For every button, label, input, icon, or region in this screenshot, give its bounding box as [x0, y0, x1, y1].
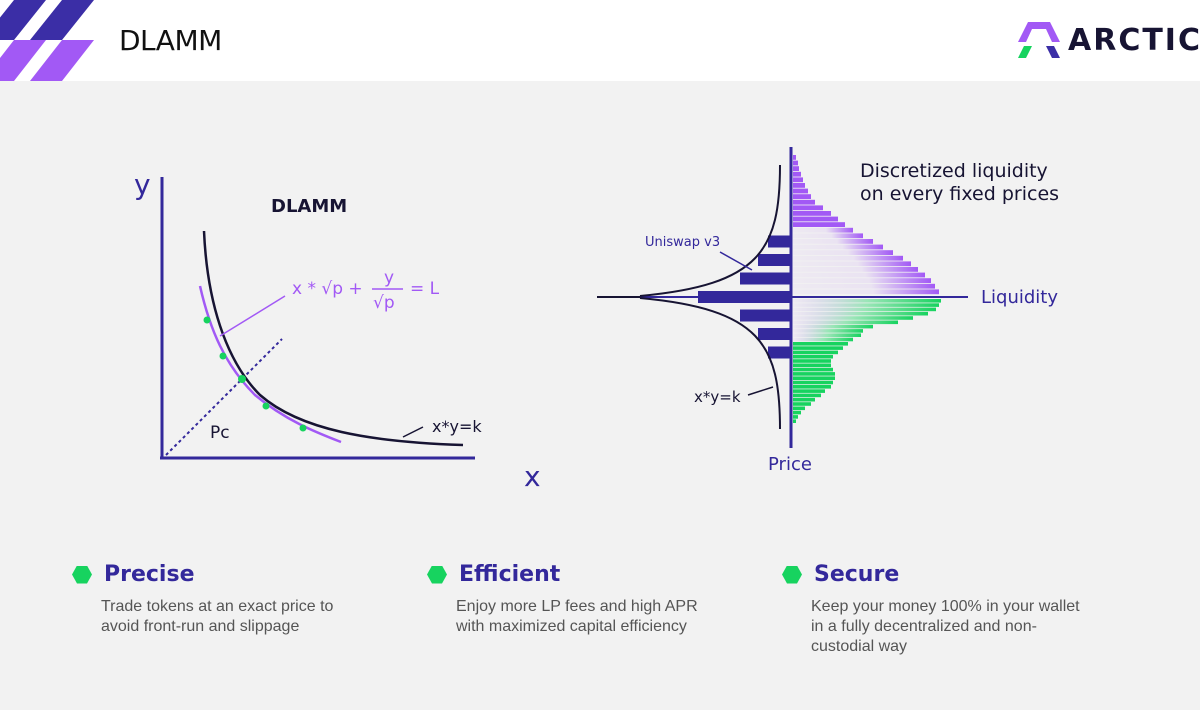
liquidity-bar-green [793, 324, 873, 329]
pc-label: Pc [210, 423, 230, 443]
liquidity-bar-green [793, 346, 843, 350]
hexagon-bullet-icon [427, 565, 447, 584]
liquidity-bar-green [793, 363, 831, 368]
uniswap-bar [768, 346, 790, 359]
liquidity-distribution-diagram: Discretized liquidity on every fixed pri… [597, 147, 1059, 475]
feature-desc-line: Enjoy more LP fees and high APR [456, 598, 698, 615]
feature-precise: Precise Trade tokens at an exact price t… [60, 562, 400, 637]
liquidity-bar-purple [793, 205, 823, 211]
feature-desc-line: in a fully decentralized and non- [811, 618, 1037, 635]
liquidity-bar-green [793, 316, 913, 320]
curve-label: x*y=k [432, 417, 482, 436]
hyperbola-label: x*y=k [694, 388, 741, 406]
formula-rhs: = L [410, 279, 440, 299]
liquidity-bar-purple [793, 233, 863, 239]
liquidity-bar-green [793, 337, 853, 342]
brand-stripes-icon [0, 0, 94, 81]
liquidity-bar-purple [793, 244, 883, 250]
liquidity-bar-green [793, 367, 833, 372]
liquidity-bar-green [793, 410, 801, 415]
feature-desc-line: custodial way [811, 638, 908, 655]
liquidity-bar-green [793, 354, 833, 359]
liquidity-bar-purple [793, 272, 925, 278]
feature-efficient: Efficient Enjoy more LP fees and high AP… [415, 562, 755, 637]
liquidity-axis-label: Liquidity [981, 287, 1058, 308]
feature-title: Efficient [459, 562, 561, 587]
formula-lhs: x * √p + [292, 279, 363, 299]
liquidity-bar-green [793, 303, 939, 307]
liquidity-bar-green [793, 393, 821, 398]
liquidity-bar-purple [793, 216, 838, 222]
uniswap-bar [758, 254, 790, 266]
uniswap-bar [768, 235, 790, 248]
uniswap-label: Uniswap v3 [645, 235, 720, 250]
feature-desc-line: with maximized capital efficiency [456, 618, 687, 635]
caption-line-2: on every fixed prices [860, 183, 1059, 205]
formula-denominator: √p [373, 293, 395, 313]
hexagon-bullet-icon [72, 565, 92, 584]
liquidity-bar-purple [793, 188, 808, 194]
logo-text: ARCTIC [1068, 23, 1200, 58]
liquidity-bar-purple [793, 227, 853, 233]
liquidity-bar-purple [793, 177, 803, 183]
uniswap-bar [740, 309, 790, 322]
liquidity-bar-green [793, 307, 936, 312]
x-axis-label: x [524, 460, 541, 493]
liquidity-bar-purple [793, 278, 931, 283]
caption-line-1: Discretized liquidity [860, 160, 1048, 182]
liquidity-bar-green [793, 333, 861, 337]
diagram-title: DLAMM [271, 196, 347, 217]
liquidity-bar-green [793, 406, 805, 411]
y-axis-label: y [134, 168, 151, 201]
liquidity-bar-green [793, 376, 835, 380]
liquidity-bar-green [793, 389, 825, 393]
formula-numerator: y [384, 268, 394, 288]
liquidity-bar-green [793, 350, 838, 355]
liquidity-bar-green [793, 311, 928, 316]
liquidity-bar-green [793, 329, 863, 333]
hexagon-bullet-icon [782, 565, 802, 584]
feature-desc-line: Keep your money 100% in your wallet [811, 598, 1080, 615]
liquidity-bar-purple [793, 160, 798, 166]
feature-title: Precise [104, 562, 195, 587]
header: DLAMM ARCTIC [0, 0, 1200, 81]
liquidity-bar-purple [793, 155, 796, 160]
liquidity-bar-green [793, 402, 811, 406]
liquidity-bar-purple [793, 283, 935, 289]
uniswap-bar [740, 272, 790, 285]
page-title: DLAMM [119, 24, 222, 57]
liquidity-bar-purple [793, 199, 815, 205]
liquidity-bar-purple [793, 211, 831, 216]
liquidity-bar-purple [793, 183, 805, 188]
liquidity-bar-green [793, 415, 798, 419]
liquidity-bar-green [793, 380, 833, 385]
liquidity-bar-green [793, 372, 835, 376]
liquidity-bar-purple [793, 166, 799, 171]
arctic-logo-icon [1018, 22, 1060, 58]
price-axis-label: Price [768, 454, 812, 475]
liquidity-bar-green [793, 359, 831, 363]
feature-desc-line: avoid front-run and slippage [101, 618, 300, 635]
feature-secure: Secure Keep your money 100% in your wall… [770, 562, 1110, 657]
liquidity-bar-purple [793, 194, 811, 199]
liquidity-bar-purple [793, 261, 911, 267]
dlamm-curve-diagram: y x DLAMM x * √p + y √p = L x*y=k Pc [134, 168, 541, 493]
liquidity-bar-green [793, 397, 815, 402]
liquidity-bar-green [793, 419, 796, 423]
liquidity-bar-purple [793, 171, 801, 177]
diagram-area: y x DLAMM x * √p + y √p = L x*y=k Pc [134, 147, 1059, 493]
liquidity-bar-purple [793, 267, 918, 272]
uniswap-bar [758, 328, 790, 340]
liquidity-bar-green [793, 342, 848, 346]
liquidity-bar-purple [793, 289, 939, 295]
liquidity-bar-green [793, 385, 831, 389]
liquidity-bar-purple [793, 239, 873, 244]
feature-desc-line: Trade tokens at an exact price to [101, 598, 334, 615]
liquidity-bar-purple [793, 222, 845, 227]
liquidity-bar-green [793, 299, 941, 303]
liquidity-bar-green [793, 320, 898, 325]
feature-title: Secure [814, 562, 900, 587]
liquidity-bar-purple [793, 250, 893, 255]
liquidity-bar-purple [793, 255, 903, 261]
